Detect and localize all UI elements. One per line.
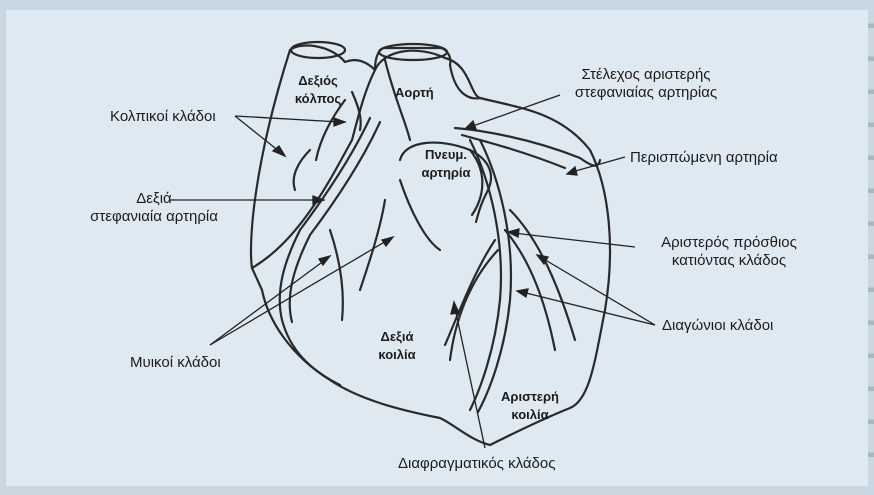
- label-circumflex-artery: Περισπώμενη αρτηρία: [630, 149, 778, 167]
- aorta-opening: [379, 44, 447, 60]
- muscular-branch-1: [330, 230, 343, 320]
- atrial-branch-1: [316, 100, 345, 160]
- label-diagonal-branches: Διαγώνιοι κλάδοι: [662, 317, 773, 335]
- label-diaphragmatic-branch: Διαφραγματικός κλάδος: [398, 455, 555, 473]
- label-muscular-branches: Μυικοί κλάδοι: [130, 354, 221, 372]
- label-pulmonary-artery: Πνευμ.αρτηρία: [416, 146, 476, 182]
- right-coronary-vessel: [280, 118, 370, 385]
- diagonal-branch-1: [505, 230, 555, 350]
- label-aorta: Αορτή: [395, 84, 434, 102]
- vena-cava-opening: [291, 42, 345, 58]
- label-atrial-branches: Κολπικοί κλάδοι: [110, 108, 216, 126]
